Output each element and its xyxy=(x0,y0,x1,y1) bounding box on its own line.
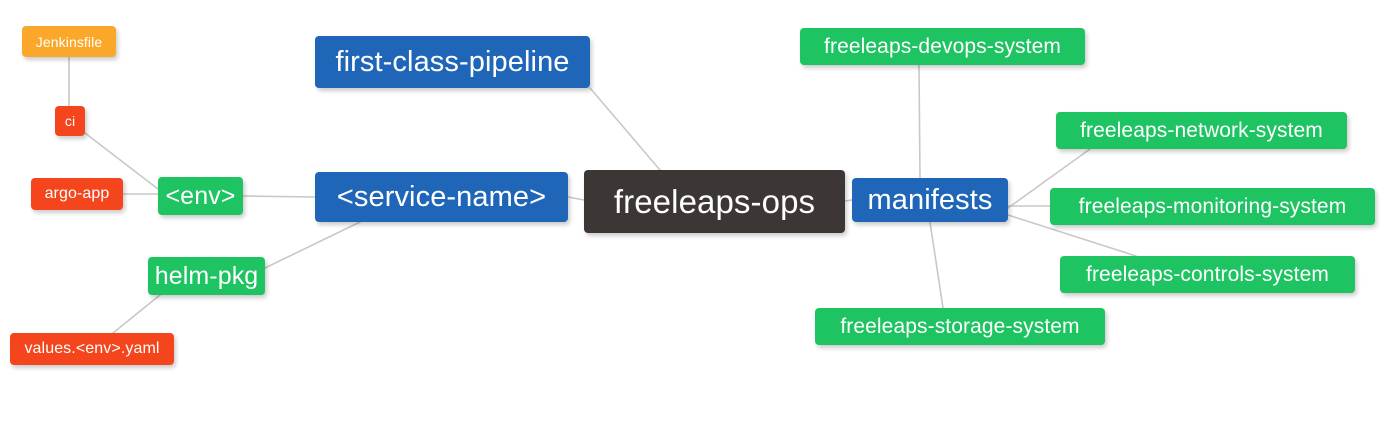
mindmap-node-manifests[interactable]: manifests xyxy=(852,178,1008,222)
mindmap-node-label: manifests xyxy=(867,183,993,216)
edge-helm-pkg-to-values-env-yaml xyxy=(112,294,161,334)
mindmap-node-service-name[interactable]: <service-name> xyxy=(315,172,568,222)
mindmap-node-label: freeleaps-controls-system xyxy=(1086,263,1329,286)
mindmap-node-freeleaps-devops-system[interactable]: freeleaps-devops-system xyxy=(800,28,1085,65)
mindmap-node-label: <service-name> xyxy=(336,180,547,213)
edge-manifests-to-freeleaps-devops-system xyxy=(918,64,921,179)
mindmap-node-freeleaps-monitoring-system[interactable]: freeleaps-monitoring-system xyxy=(1050,188,1375,225)
mindmap-node-label: argo-app xyxy=(44,185,110,202)
mindmap-node-jenkinsfile[interactable]: Jenkinsfile xyxy=(22,26,116,57)
edge-manifests-to-freeleaps-storage-system xyxy=(929,221,944,309)
mindmap-node-ci[interactable]: ci xyxy=(55,106,85,136)
edge-service-name-to-env xyxy=(242,195,316,198)
mindmap-node-label: freeleaps-network-system xyxy=(1080,119,1323,142)
mindmap-node-label: helm-pkg xyxy=(154,261,259,290)
edge-freeleaps-ops-to-service-name xyxy=(567,196,585,201)
mindmap-node-first-class-pipeline[interactable]: first-class-pipeline xyxy=(315,36,590,88)
mindmap-node-label: first-class-pipeline xyxy=(335,45,570,78)
edge-freeleaps-ops-to-manifests xyxy=(844,199,853,202)
mindmap-node-freeleaps-storage-system[interactable]: freeleaps-storage-system xyxy=(815,308,1105,345)
mindmap-node-label: ci xyxy=(64,113,76,129)
mindmap-node-label: freeleaps-devops-system xyxy=(824,35,1061,58)
mindmap-node-freeleaps-network-system[interactable]: freeleaps-network-system xyxy=(1056,112,1347,149)
mindmap-node-label: <env> xyxy=(165,181,236,210)
mindmap-node-label: freeleaps-storage-system xyxy=(840,315,1080,338)
mindmap-node-values-env-yaml[interactable]: values.<env>.yaml xyxy=(10,333,174,365)
edge-service-name-to-helm-pkg xyxy=(264,221,361,269)
mindmap-node-label: freeleaps-ops xyxy=(613,183,816,220)
edge-freeleaps-ops-to-first-class-pipeline xyxy=(589,87,661,171)
mindmap-node-freeleaps-ops[interactable]: freeleaps-ops xyxy=(584,170,845,233)
mindmap-node-env[interactable]: <env> xyxy=(158,177,243,215)
mindmap-node-label: freeleaps-monitoring-system xyxy=(1078,195,1347,218)
mindmap-node-argo-app[interactable]: argo-app xyxy=(31,178,123,210)
mindmap-node-label: Jenkinsfile xyxy=(35,33,103,50)
mindmap-node-freeleaps-controls-system[interactable]: freeleaps-controls-system xyxy=(1060,256,1355,293)
mindmap-node-label: values.<env>.yaml xyxy=(24,340,160,357)
mindmap-node-helm-pkg[interactable]: helm-pkg xyxy=(148,257,265,295)
